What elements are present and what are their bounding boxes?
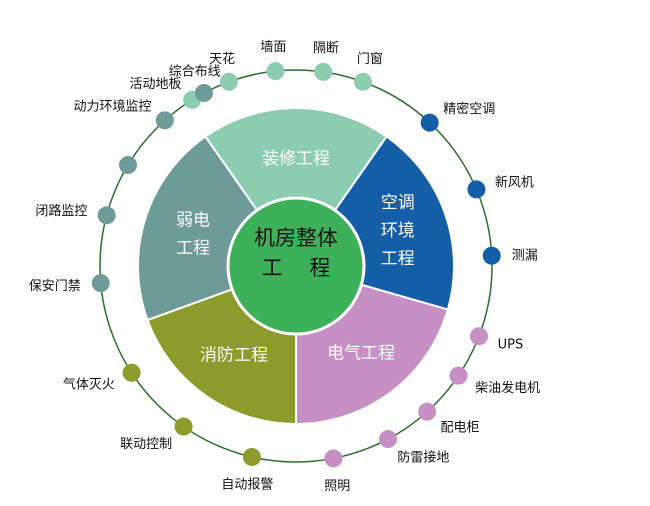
node-label-10: 配电柜: [441, 421, 480, 436]
outer-ring: [99, 69, 493, 463]
node-dot-6: [467, 180, 486, 199]
node-label-20: 综合布线: [169, 64, 221, 79]
node-dot-9: [449, 366, 468, 385]
node-dot-3: [354, 72, 373, 91]
center-title-line1: 机房整体: [254, 226, 338, 250]
node-dot-19: [155, 111, 174, 130]
node-dot-0: [219, 72, 238, 91]
segment-label-fire: 消防工程: [200, 345, 268, 365]
node-dot-8: [469, 327, 488, 346]
node-dot-17: [97, 206, 116, 225]
node-label-15: 气体灭火: [63, 377, 115, 393]
node-label-12: 照明: [324, 479, 350, 494]
segment-label-weak-current: 弱电工程: [176, 211, 210, 259]
node-dot-5: [420, 113, 439, 132]
node-label-1: 墙面: [260, 40, 286, 55]
node-dot-14: [174, 417, 193, 436]
segment-label-hvac: 空调环境工程: [381, 193, 415, 269]
node-label-2: 隔断: [313, 41, 339, 56]
node-label-8: UPS: [498, 337, 524, 352]
center-disc: [226, 196, 366, 336]
node-label-17: 闭路监控: [35, 203, 87, 219]
node-label-7: 测漏: [512, 248, 538, 264]
segment-decoration: [203, 107, 389, 268]
node-label-11: 防雷接地: [397, 450, 449, 466]
node-label-19: 动力环境监控: [73, 99, 151, 114]
node-label-14: 联动控制: [120, 437, 172, 452]
node-dot-13: [242, 447, 261, 466]
segment-label-decoration: 装修工程: [262, 149, 330, 169]
node-dot-12: [324, 449, 343, 468]
node-dot-16: [91, 274, 110, 293]
node-dot-2: [314, 62, 333, 81]
node-label-16: 保安门禁: [29, 279, 81, 294]
node-dot-10: [418, 402, 437, 421]
node-label-6: 新风机: [495, 175, 534, 191]
node-dot-7: [482, 246, 501, 265]
node-label-3: 门窗: [357, 51, 383, 67]
node-dot-1: [266, 62, 285, 81]
node-label-9: 柴油发电机: [475, 380, 540, 396]
node-dot-15: [122, 363, 141, 382]
node-dot-18: [118, 156, 137, 175]
node-dot-11: [379, 430, 398, 449]
node-dot-20: [194, 83, 213, 102]
node-label-13: 自动报警: [221, 476, 273, 492]
segment-label-electrical: 电气工程: [327, 343, 395, 363]
node-label-4: 活动地板: [130, 77, 182, 92]
center-title-line2: 工 程: [262, 256, 331, 280]
node-label-5: 精密空调: [443, 101, 495, 117]
node-label-0: 天花: [209, 51, 235, 67]
